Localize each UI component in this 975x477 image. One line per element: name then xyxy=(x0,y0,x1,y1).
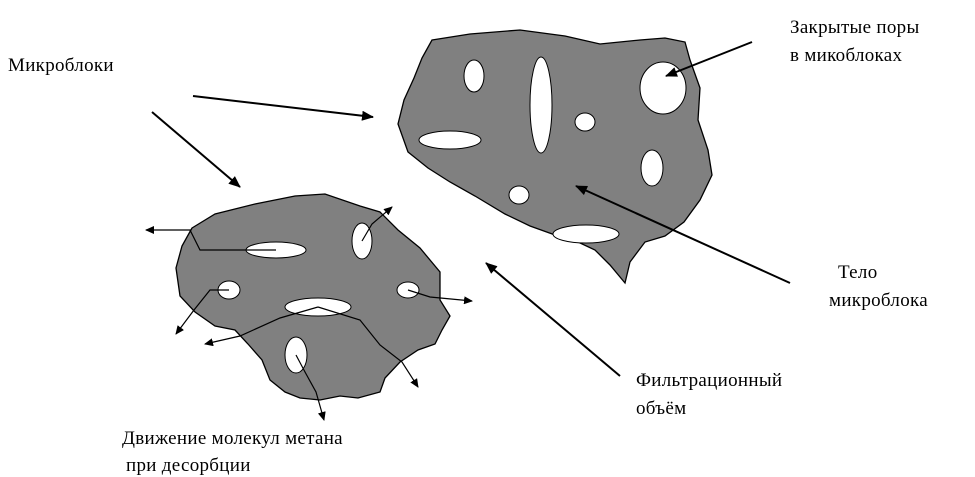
pore xyxy=(530,57,552,153)
arrow-microblocks-to-small xyxy=(152,112,240,187)
label-methane-line1: Движение молекул метана xyxy=(122,428,343,450)
label-body-line2: микроблока xyxy=(829,290,928,312)
pore xyxy=(464,60,484,92)
arrow-microblocks-to-large xyxy=(193,96,373,117)
large-microblock xyxy=(398,30,712,283)
label-microblocks: Микроблоки xyxy=(8,55,114,77)
pore xyxy=(419,131,481,149)
label-closed-pores-line1: Закрытые поры xyxy=(790,17,920,39)
pore xyxy=(509,186,529,204)
label-methane-line2: при десорбции xyxy=(126,455,251,477)
label-closed-pores-line2: в микоблоках xyxy=(790,45,902,67)
arrow-filtration-volume xyxy=(486,263,620,376)
small-microblock xyxy=(176,194,450,400)
pore xyxy=(575,113,595,131)
pore xyxy=(641,150,663,186)
label-filtration-line1: Фильтрационный xyxy=(636,370,782,392)
pore xyxy=(553,225,619,243)
label-filtration-line2: объём xyxy=(636,398,686,420)
label-body-line1: Тело xyxy=(838,262,878,284)
